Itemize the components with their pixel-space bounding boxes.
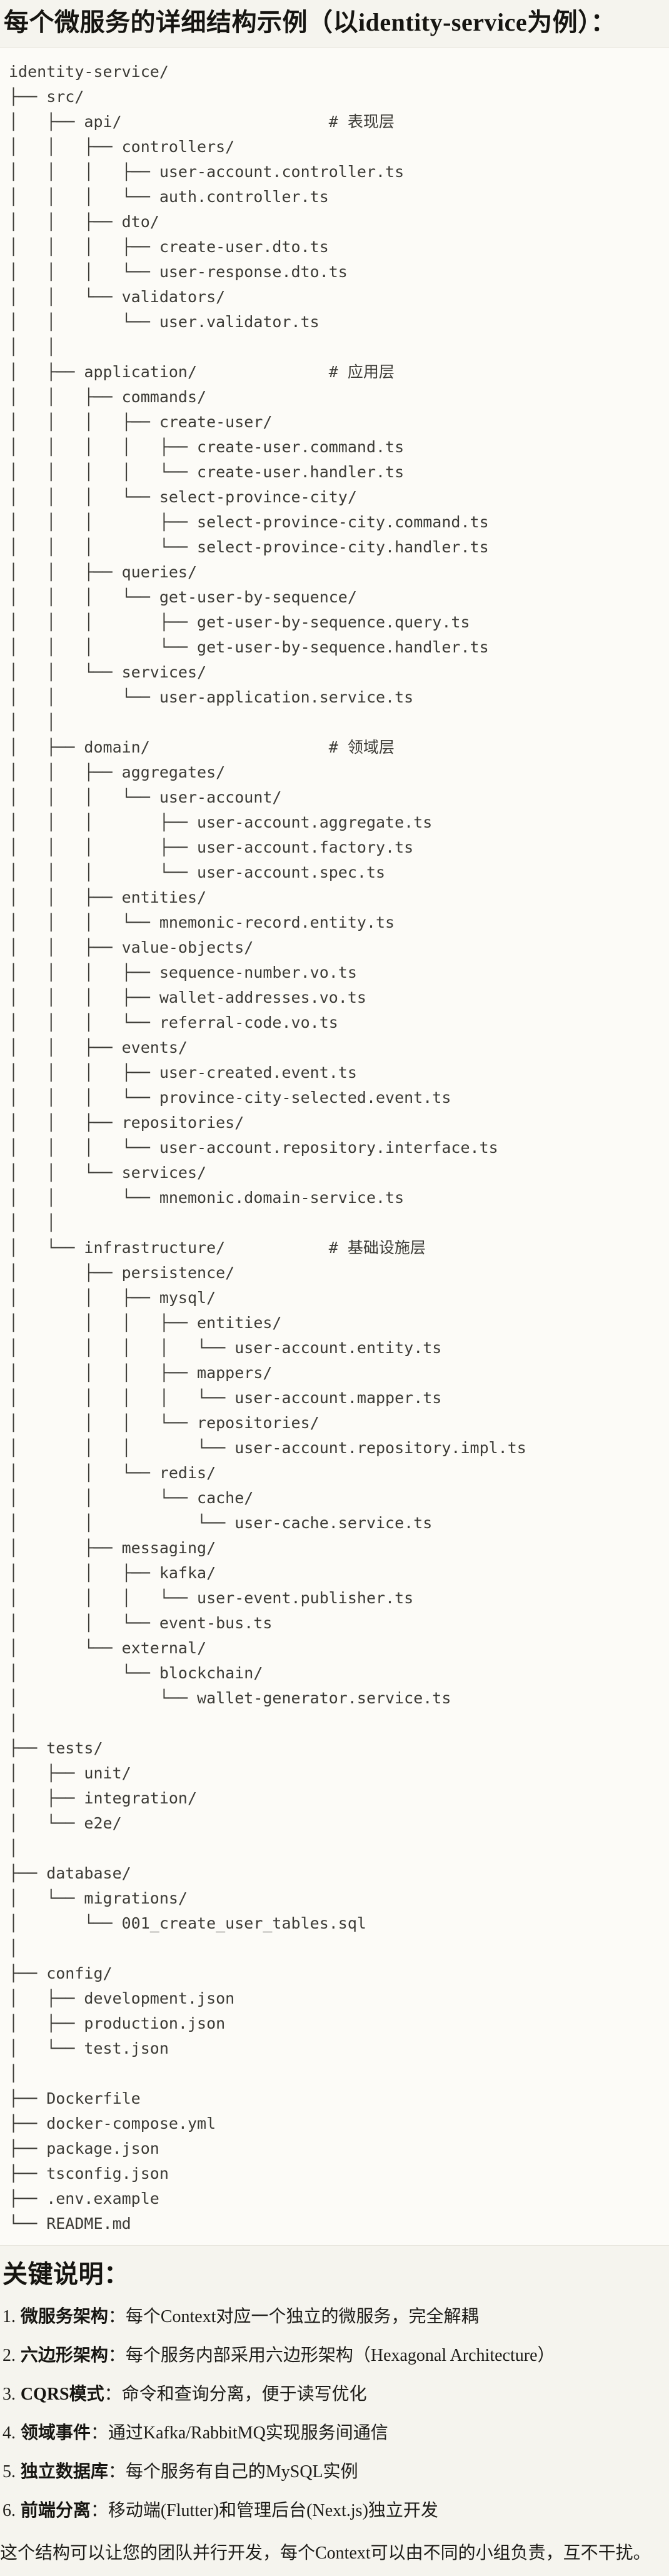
document-body: 每个微服务的详细结构示例（以identity-service为例）： ident… [0, 8, 669, 2576]
key-point-text: ：每个服务内部采用六边形架构（Hexagonal Architecture） [108, 2346, 555, 2365]
key-point-text: ：每个服务有自己的MySQL实例 [108, 2462, 358, 2482]
key-point-text: ：命令和查询分离，便于读写优化 [104, 2385, 367, 2404]
key-point-number: 3. [3, 2385, 16, 2404]
key-point-number: 2. [3, 2346, 16, 2365]
key-point-item: 4.领域事件：通过Kafka/RabbitMQ实现服务间通信 [3, 2421, 669, 2446]
key-point-label: 微服务架构 [20, 2307, 108, 2326]
key-point-label: 领域事件 [20, 2423, 91, 2443]
key-point-label: 独立数据库 [20, 2462, 108, 2482]
key-point-item: 6.前端分离：移动端(Flutter)和管理后台(Next.js)独立开发 [3, 2498, 669, 2523]
key-point-item: 1.微服务架构：每个Context对应一个独立的微服务，完全解耦 [3, 2305, 669, 2330]
key-point-label: 前端分离 [20, 2501, 91, 2520]
directory-tree-code-block: identity-service/ ├── src/ │ ├── api/ # … [0, 48, 669, 2246]
key-point-item: 3.CQRS模式：命令和查询分离，便于读写优化 [3, 2382, 669, 2407]
key-point-text: ：每个Context对应一个独立的微服务，完全解耦 [108, 2307, 479, 2326]
directory-tree-text: identity-service/ ├── src/ │ ├── api/ # … [9, 63, 526, 2233]
key-point-number: 6. [3, 2501, 16, 2520]
key-notes-heading: 关键说明： [3, 2260, 129, 2288]
key-point-number: 5. [3, 2462, 16, 2482]
key-point-label: CQRS模式 [20, 2385, 104, 2404]
key-point-label: 六边形架构 [20, 2346, 108, 2365]
key-point-text: ：移动端(Flutter)和管理后台(Next.js)独立开发 [90, 2501, 438, 2520]
page-title: 每个微服务的详细结构示例（以identity-service为例）： [4, 8, 616, 36]
closing-paragraph: 这个结构可以让您的团队并行开发，每个Context可以由不同的小组负责，互不干扰… [0, 2543, 651, 2563]
key-point-item: 5.独立数据库：每个服务有自己的MySQL实例 [3, 2460, 669, 2485]
key-point-number: 4. [3, 2423, 16, 2443]
key-point-item: 2.六边形架构：每个服务内部采用六边形架构（Hexagonal Architec… [3, 2343, 669, 2368]
key-point-number: 1. [3, 2307, 16, 2326]
key-points-list: 1.微服务架构：每个Context对应一个独立的微服务，完全解耦 2.六边形架构… [3, 2305, 669, 2523]
key-point-text: ：通过Kafka/RabbitMQ实现服务间通信 [90, 2423, 388, 2443]
